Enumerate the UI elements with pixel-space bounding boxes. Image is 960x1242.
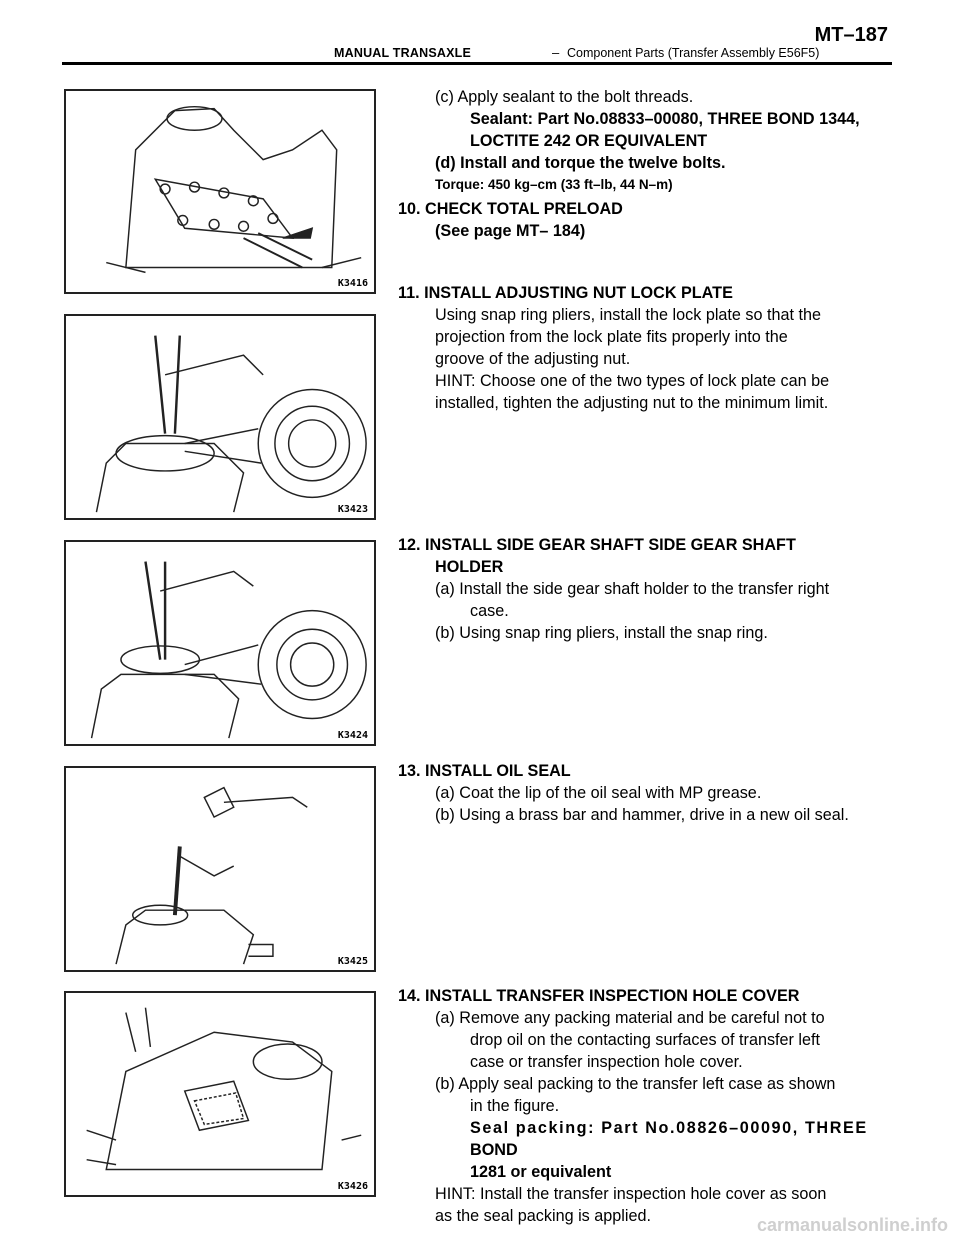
- transfer-case-illustration: [106, 105, 362, 274]
- step-14-a-1: (a) Remove any packing material and be c…: [435, 1009, 825, 1027]
- figure-snap-ring-install: K3424: [64, 540, 376, 746]
- step-11-line-2: projection from the lock plate fits prop…: [435, 328, 788, 346]
- step-10-ref: (See page MT– 184): [435, 222, 586, 240]
- step-9-text: (c) Apply sealant to the bolt threads. S…: [398, 86, 860, 196]
- step-13-title: 13. INSTALL OIL SEAL: [398, 762, 571, 780]
- figure-oil-seal-install: K3425: [64, 766, 376, 972]
- step-11-line-3: groove of the adjusting nut.: [435, 350, 631, 368]
- figure-transfer-case-bolts: K3416: [64, 89, 376, 294]
- step-14: 14. INSTALL TRANSFER INSPECTION HOLE COV…: [398, 985, 868, 1227]
- figure-code: K3426: [337, 1181, 368, 1192]
- header-subsection: Component Parts (Transfer Assembly E56F5…: [567, 46, 820, 60]
- figure-code: K3424: [337, 730, 368, 741]
- step-12-a-1: (a) Install the side gear shaft holder t…: [435, 580, 830, 598]
- seal-spec-1: Seal packing: Part No.08826–00090, THREE: [470, 1119, 868, 1137]
- step-13-b: (b) Using a brass bar and hammer, drive …: [435, 806, 849, 824]
- step-12-a-2: case.: [470, 602, 509, 620]
- step-c-apply: (c) Apply sealant to the bolt threads.: [435, 88, 694, 106]
- step-14-a-2: drop oil on the contacting surfaces of t…: [470, 1031, 821, 1049]
- sealant-spec-1: Sealant: Part No.08833–00080, THREE BOND…: [470, 110, 860, 128]
- figure-lock-plate-install: K3423: [64, 314, 376, 520]
- step-14-hint-2: as the seal packing is applied.: [435, 1207, 651, 1225]
- seal-spec-3: 1281 or equivalent: [470, 1163, 612, 1181]
- step-12-title-1: 12. INSTALL SIDE GEAR SHAFT SIDE GEAR SH…: [398, 536, 796, 554]
- sealant-spec-2: LOCTITE 242 OR EQUIVALENT: [470, 132, 708, 150]
- figure-code: K3425: [337, 956, 368, 967]
- seal-spec-2: BOND: [470, 1141, 518, 1159]
- step-12-title-2: HOLDER: [435, 558, 504, 576]
- page-number: MT–187: [814, 24, 888, 46]
- step-13-a: (a) Coat the lip of the oil seal with MP…: [435, 784, 762, 802]
- snap-ring-illustration: [90, 561, 367, 739]
- watermark: carmanualsonline.info: [756, 1215, 948, 1235]
- step-14-b-1: (b) Apply seal packing to the transfer l…: [435, 1075, 836, 1093]
- step-14-b-2: in the figure.: [470, 1097, 560, 1115]
- step-12: 12. INSTALL SIDE GEAR SHAFT SIDE GEAR SH…: [398, 534, 829, 644]
- step-13: 13. INSTALL OIL SEAL (a) Coat the lip of…: [398, 760, 849, 826]
- inspection-cover-illustration: [86, 1007, 362, 1171]
- step-14-title: 14. INSTALL TRANSFER INSPECTION HOLE COV…: [398, 987, 800, 1005]
- step-11: 11. INSTALL ADJUSTING NUT LOCK PLATE Usi…: [398, 282, 829, 414]
- step-14-a-3: case or transfer inspection hole cover.: [470, 1053, 743, 1071]
- step-11-hint-1: HINT: Choose one of the two types of loc…: [435, 372, 830, 390]
- header-section: MANUAL TRANSAXLE: [334, 46, 471, 60]
- header-dash: –: [552, 45, 560, 60]
- torque-spec: Torque: 450 kg–cm (33 ft–lb, 44 N–m): [435, 177, 673, 192]
- oil-seal-illustration: [115, 786, 308, 965]
- figure-code: K3423: [337, 504, 368, 515]
- figure-inspection-hole-cover: K3426: [64, 991, 376, 1197]
- step-11-title: 11. INSTALL ADJUSTING NUT LOCK PLATE: [398, 284, 733, 302]
- page-header: MANUAL TRANSAXLE – Component Parts (Tran…: [62, 20, 892, 65]
- step-11-hint-2: installed, tighten the adjusting nut to …: [435, 394, 829, 412]
- step-14-hint-1: HINT: Install the transfer inspection ho…: [435, 1185, 827, 1203]
- step-10-title: 10. CHECK TOTAL PRELOAD: [398, 200, 623, 218]
- figure-code: K3416: [337, 278, 368, 289]
- step-12-b: (b) Using snap ring pliers, install the …: [435, 624, 768, 642]
- step-11-line-1: Using snap ring pliers, install the lock…: [435, 306, 822, 324]
- step-d-install: (d) Install and torque the twelve bolts.: [435, 154, 726, 172]
- lock-plate-illustration: [95, 335, 367, 513]
- step-10: 10. CHECK TOTAL PRELOAD (See page MT– 18…: [398, 198, 623, 242]
